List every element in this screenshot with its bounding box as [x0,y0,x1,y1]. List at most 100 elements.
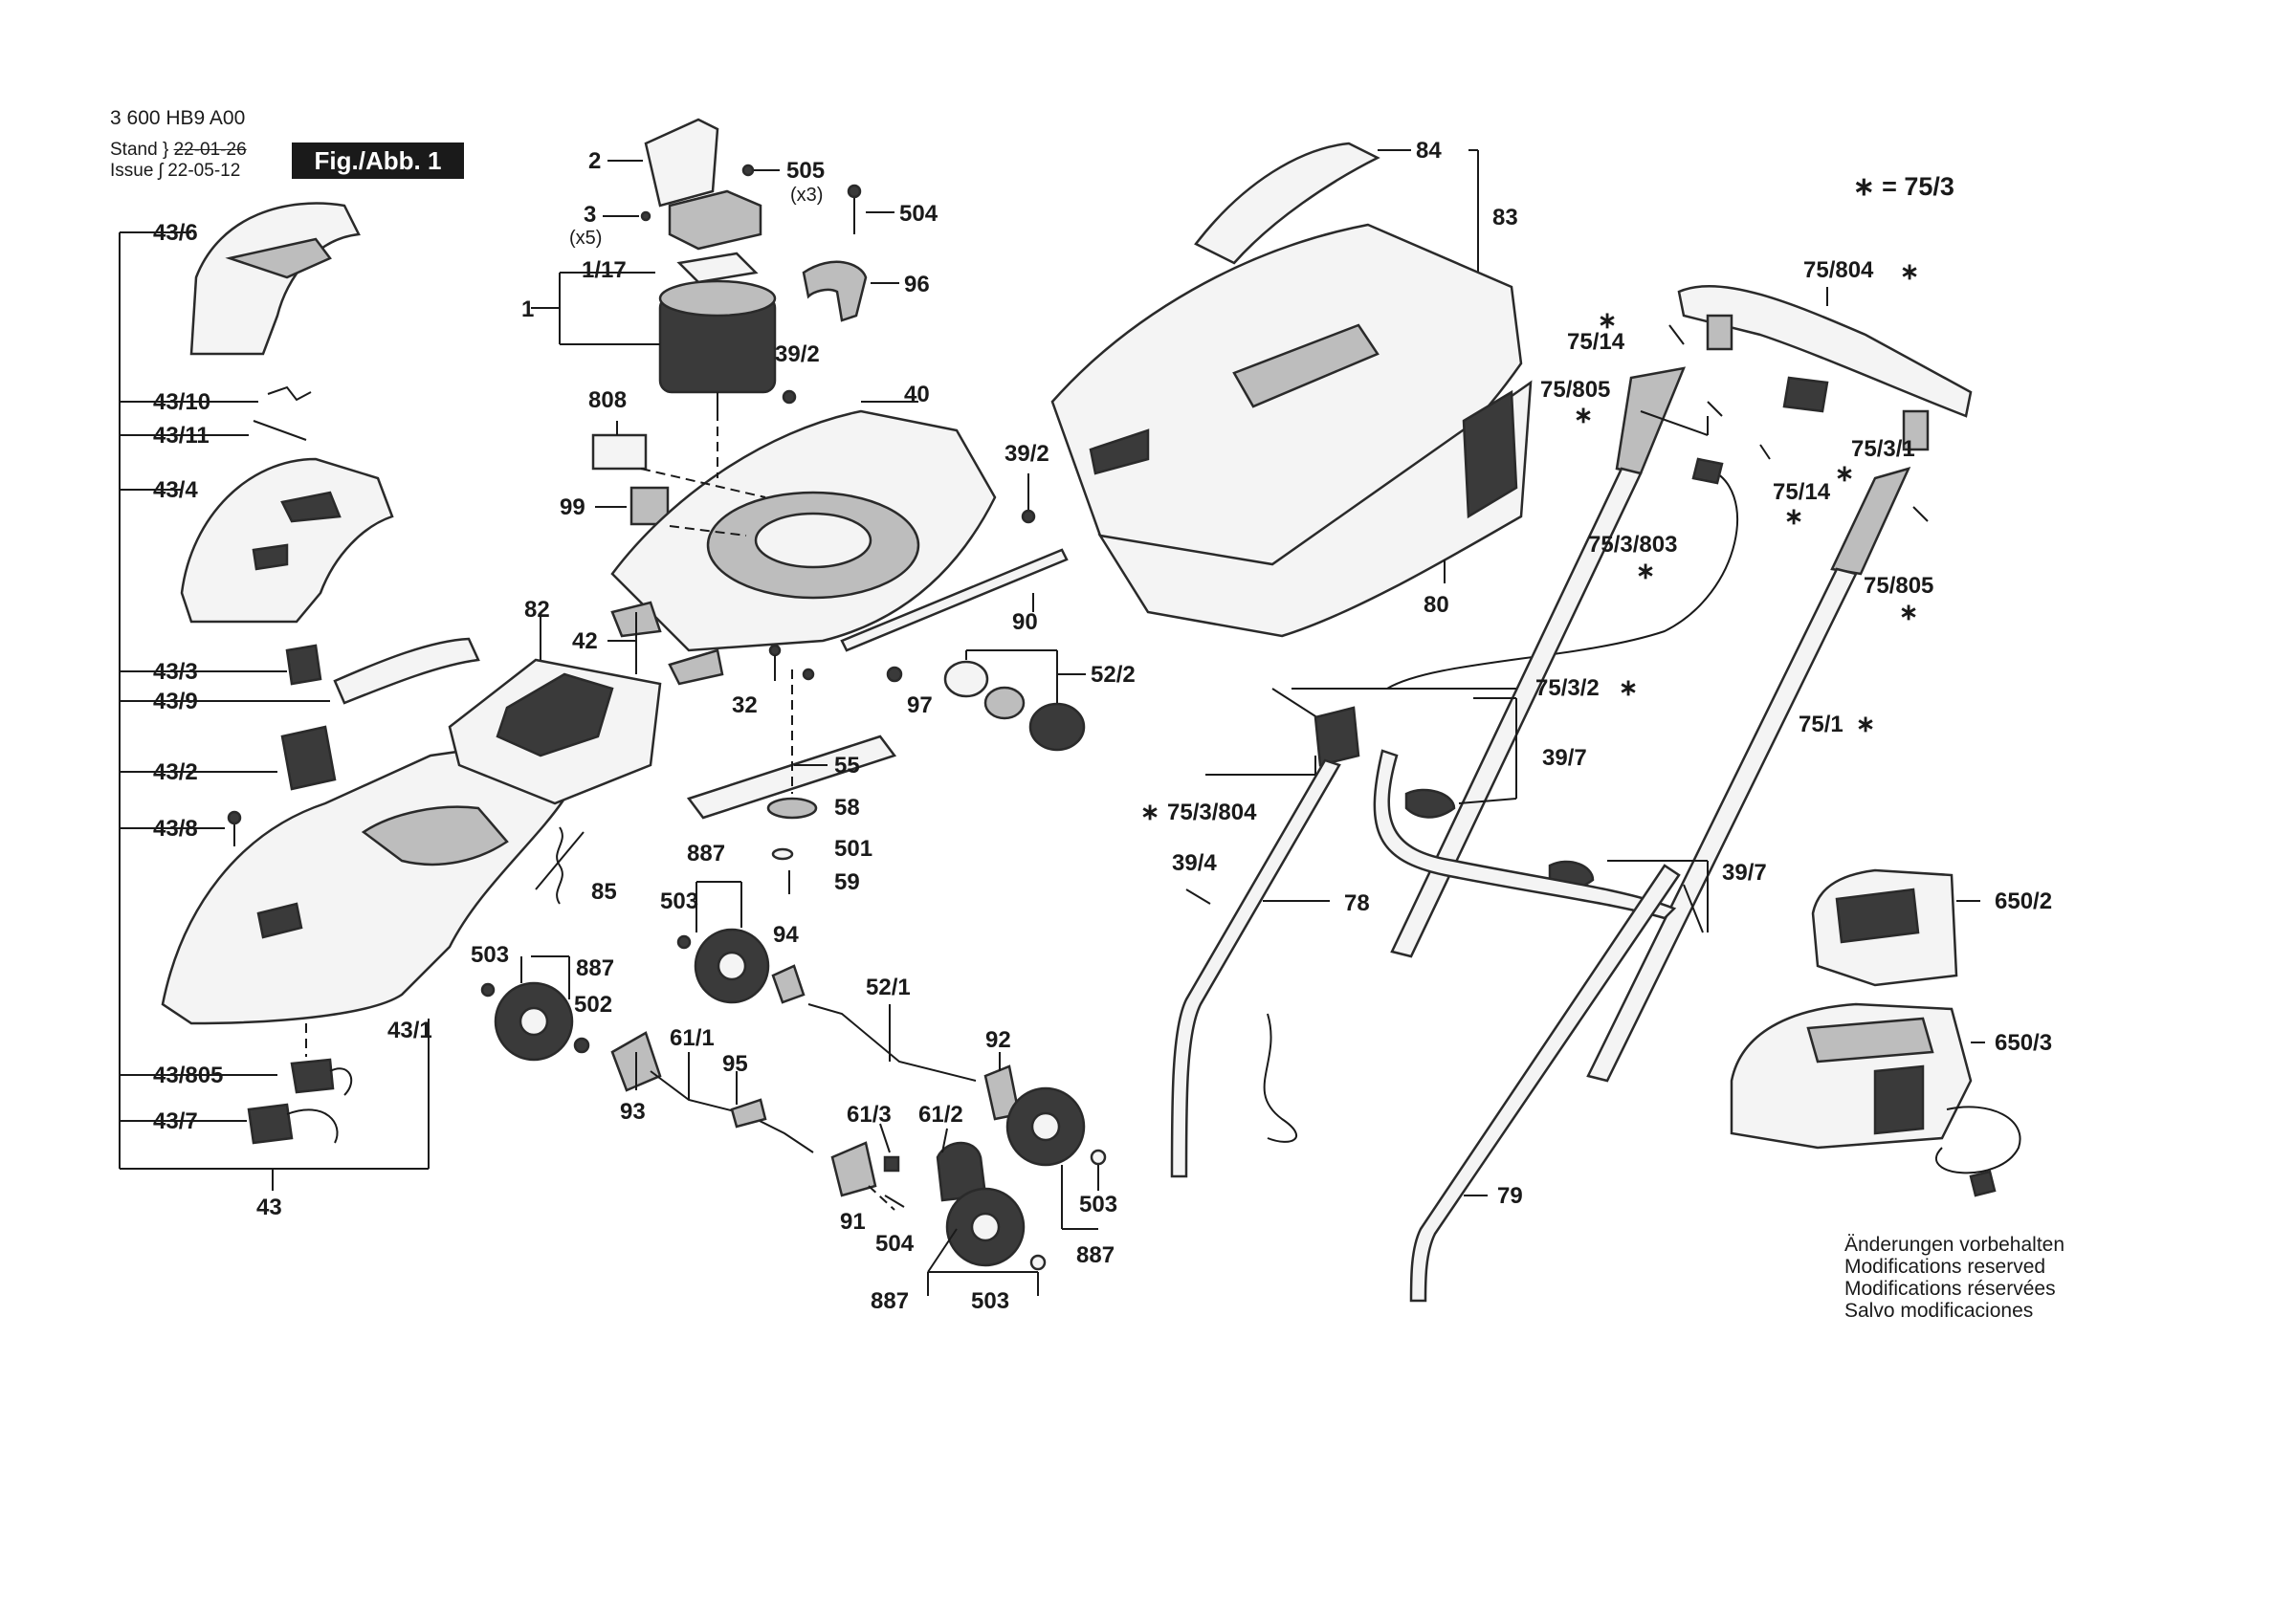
battery-top-part [1835,888,1920,944]
switch-box-part [280,725,337,791]
part-label: 75/3/2 [1535,675,1600,701]
grass-box-part [1097,380,1533,638]
part-label: 887 [871,1288,909,1314]
brace-icon: } [162,140,169,160]
part-label: 75/805 [1864,573,1933,599]
spring-clip-part [883,1155,900,1173]
issue-line: Issue ʃ 22-05-12 [110,161,247,182]
handle-boss-part [1706,314,1733,351]
axle-part [807,1003,977,1082]
part-label: 43/11 [153,423,210,449]
part-label: 75/3/803 [1588,532,1677,558]
housing-recess-part [361,805,509,866]
part-label: 99 [560,494,585,520]
part-label: 94 [773,922,799,948]
vent-grid-part [1089,428,1150,475]
part-label: 75/1 [1799,712,1843,737]
upper-rail-part [1586,567,1858,1083]
cable-clip-part [1782,376,1829,413]
lower-handle-part [1170,758,1341,1178]
part-label: 504 [899,201,938,227]
part-labels: 2 505 (x3) 504 3 (x5) 1/17 96 1 39/2 40 … [153,138,2052,1314]
star-icon: ∗ [1856,712,1875,737]
part-label: 503 [660,888,698,914]
pin-part [1185,888,1211,905]
part-label: 887 [1076,1242,1115,1268]
filter-grid-part [496,672,614,757]
part-label: 39/4 [1172,850,1217,876]
star-icon: ∗ [1574,403,1593,428]
part-label: 3 [584,202,596,228]
part-label: 97 [907,692,933,718]
part-label: 503 [471,942,509,968]
issue-label: Issue [110,161,154,181]
motor-cover-part [644,118,719,208]
part-label: 39/7 [1722,860,1767,886]
part-label: 501 [834,836,872,862]
handle-group [1170,284,1973,1303]
gear-housing-part [771,964,806,1004]
switch-part [290,1058,335,1094]
part-label: 52/2 [1091,662,1136,688]
part-label: 82 [524,597,550,623]
clip-part [730,1098,767,1129]
star-icon: ∗ [1619,675,1638,701]
part-label: 55 [834,753,860,779]
star-icon: ∗ [1636,559,1655,584]
rod-part [253,420,307,441]
star-icon: ∗ [1140,800,1159,825]
part-label: 95 [722,1051,748,1077]
issue-date: 22-05-12 [167,161,241,181]
clip-part [668,648,724,686]
part-label: 503 [971,1288,1009,1314]
upper-shell-part [180,457,394,624]
revision-block: Stand } 22-01-26 Issue ʃ 22-05-12 [110,140,247,182]
part-label: 43/4 [153,477,198,503]
note-line: Änderungen vorbehalten [1844,1234,2065,1256]
part-label: 2 [588,148,601,174]
lid-recess-part [1232,323,1380,408]
terminal-block-part [668,189,762,251]
part-label: 43/7 [153,1108,198,1134]
housing-group [119,202,566,1191]
sealing-strip-part [840,548,1069,652]
box-handle-part [1194,142,1380,265]
part-label: 40 [904,382,930,407]
part-label: 1 [521,296,534,322]
bearing-part [983,686,1026,720]
shell-window-part [280,491,342,523]
part-label: 39/2 [775,341,820,367]
part-label: 75/3/1 [1851,436,1915,462]
cable-part [1386,468,1738,690]
stand-date: 22-01-26 [173,140,247,160]
brace-icon: ʃ [158,161,163,181]
connector-part [247,1103,294,1145]
part-label: 75/14 [1567,329,1625,355]
note-line: Modifications reserved [1844,1256,2046,1278]
key-part [285,644,322,686]
power-cord-part [1934,1106,2021,1174]
shell-slot-part [252,543,289,571]
part-label: 80 [1424,592,1449,618]
cover-badge-part [225,237,332,279]
document-number: 3 600 HB9 A00 [110,107,246,129]
part-label: 650/2 [1995,888,2052,914]
part-label: 32 [732,692,758,718]
part-label: 83 [1492,205,1518,230]
part-label: 59 [834,869,860,895]
note-line: Salvo modificaciones [1844,1300,2034,1322]
part-label: 75/804 [1803,257,1874,283]
part-label: 75/14 [1773,479,1831,505]
part-label: 43/2 [153,759,198,785]
note-line: Modifications réservées [1844,1278,2056,1300]
blade-holder-part [766,797,818,820]
handle-boss-part [1902,409,1930,451]
part-quantity: (x3) [790,185,823,206]
top-handle-bar-part [1677,284,1973,418]
part-label: 503 [1079,1192,1117,1217]
part-label: 43/10 [153,389,210,415]
part-label: 650/3 [1995,1030,2052,1056]
part-label: 93 [620,1099,646,1125]
